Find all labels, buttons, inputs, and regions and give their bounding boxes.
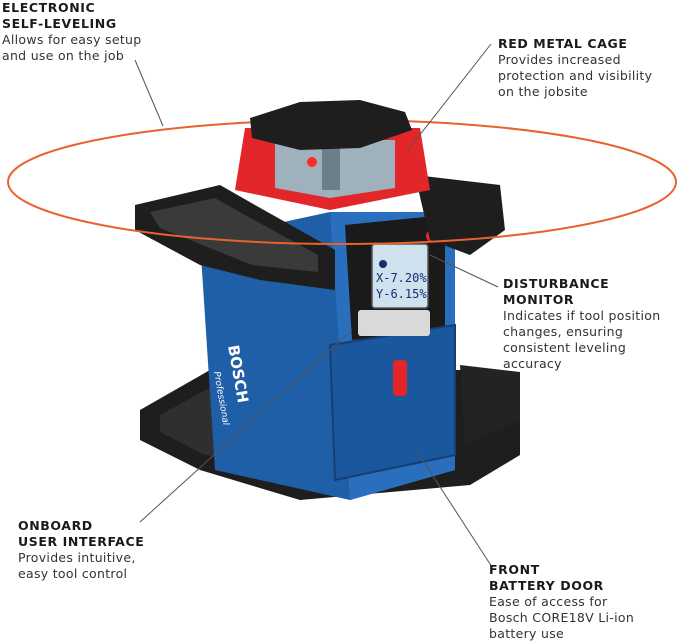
- callout-desc: Allows for easy setup: [2, 32, 142, 47]
- callout-disturbance-monitor: DISTURBANCE MONITOR Indicates if tool po…: [503, 276, 679, 372]
- battery-door: [328, 323, 456, 482]
- panel-brand-text: BOSCH: [395, 194, 427, 207]
- callout-red-cage: RED METAL CAGE Provides increased protec…: [498, 36, 676, 100]
- callout-desc: Provides intuitive,: [18, 550, 136, 565]
- right-bumper-handle: [415, 175, 505, 255]
- laser-ring-front: [7, 181, 677, 245]
- leader-self-leveling: [134, 59, 164, 127]
- callout-desc: protection and visibility: [498, 68, 653, 83]
- callout-desc: and use on the job: [2, 48, 125, 63]
- top-cap: [250, 100, 412, 150]
- callout-heading: FRONT: [489, 562, 540, 577]
- callout-desc: changes, ensuring: [503, 324, 624, 339]
- callout-desc: on the jobsite: [498, 84, 588, 99]
- callout-heading: BATTERY DOOR: [489, 578, 604, 593]
- callout-desc: Provides increased: [498, 52, 621, 67]
- callout-heading: RED METAL CAGE: [498, 36, 628, 51]
- callout-heading: MONITOR: [503, 292, 575, 307]
- callout-heading: SELF-LEVELING: [2, 16, 117, 31]
- callout-heading: USER INTERFACE: [18, 534, 145, 549]
- callout-desc: Bosch CORE18V Li-ion: [489, 610, 635, 625]
- callout-desc: consistent leveling accuracy: [503, 340, 627, 371]
- leader-battery: [417, 452, 493, 568]
- callout-self-leveling: ELECTRONIC SELF-LEVELING Allows for easy…: [2, 0, 172, 64]
- display-x-reading: X-7.20%: [376, 271, 427, 285]
- battery-door-latch: [393, 360, 407, 396]
- callout-heading: ONBOARD: [18, 518, 93, 533]
- callout-heading: DISTURBANCE: [503, 276, 610, 291]
- leader-interface: [139, 329, 353, 523]
- leader-red-cage: [407, 43, 492, 151]
- laser-emitter: [307, 157, 317, 167]
- callout-desc: Ease of access for: [489, 594, 608, 609]
- display-status-icon: [379, 260, 387, 268]
- callout-desc: easy tool control: [18, 566, 128, 581]
- callout-desc: battery use: [489, 626, 565, 641]
- callout-heading: ELECTRONIC: [2, 0, 96, 15]
- display-y-reading: Y-6.15%: [376, 287, 427, 301]
- leader-disturbance: [429, 254, 499, 288]
- panel-buttons: [358, 310, 430, 336]
- callout-battery-door: FRONT BATTERY DOOR Ease of access for Bo…: [489, 562, 677, 642]
- callout-user-interface: ONBOARD USER INTERFACE Provides intuitiv…: [18, 518, 178, 582]
- callout-desc: Indicates if tool position: [503, 308, 661, 323]
